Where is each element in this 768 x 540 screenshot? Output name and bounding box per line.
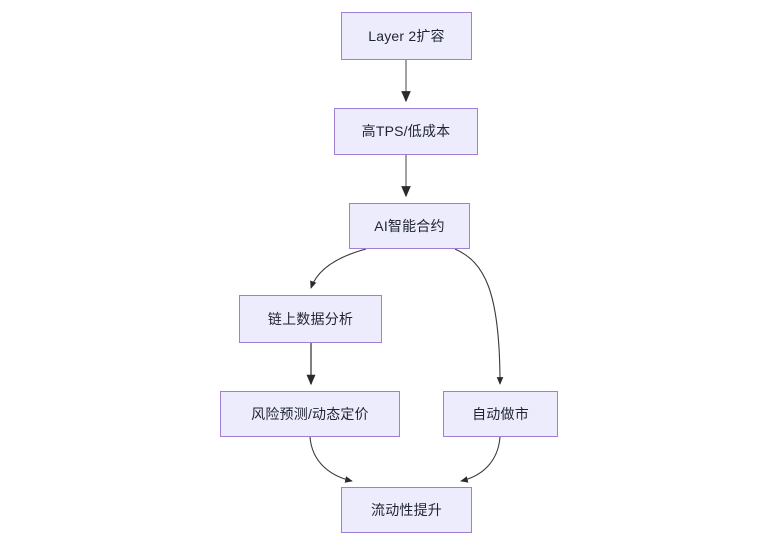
node-layer2[interactable]: Layer 2扩容	[341, 12, 472, 60]
node-ai-smart-contract[interactable]: AI智能合约	[349, 203, 470, 249]
edge-ai-to-onchain	[310, 248, 367, 289]
node-automated-market-making-label: 自动做市	[472, 405, 529, 422]
node-layer2-label: Layer 2扩容	[368, 27, 445, 44]
node-onchain-data-analysis-label: 链上数据分析	[267, 310, 354, 327]
edge-amm-to-liquidity	[460, 436, 501, 483]
node-onchain-data-analysis[interactable]: 链上数据分析	[239, 295, 382, 343]
edge-ai-to-amm	[454, 248, 504, 385]
node-high-tps-low-cost-label: 高TPS/低成本	[361, 123, 451, 140]
node-liquidity-improvement-label: 流动性提升	[371, 501, 442, 518]
node-risk-prediction-dynamic-pricing[interactable]: 风险预测/动态定价	[220, 391, 400, 437]
node-ai-smart-contract-label: AI智能合约	[374, 217, 445, 234]
edge-risk-to-liquidity	[309, 436, 353, 483]
node-high-tps-low-cost[interactable]: 高TPS/低成本	[334, 108, 478, 155]
node-automated-market-making[interactable]: 自动做市	[443, 391, 558, 437]
node-liquidity-improvement[interactable]: 流动性提升	[341, 487, 472, 533]
node-risk-prediction-dynamic-pricing-label: 风险预测/动态定价	[251, 405, 369, 422]
